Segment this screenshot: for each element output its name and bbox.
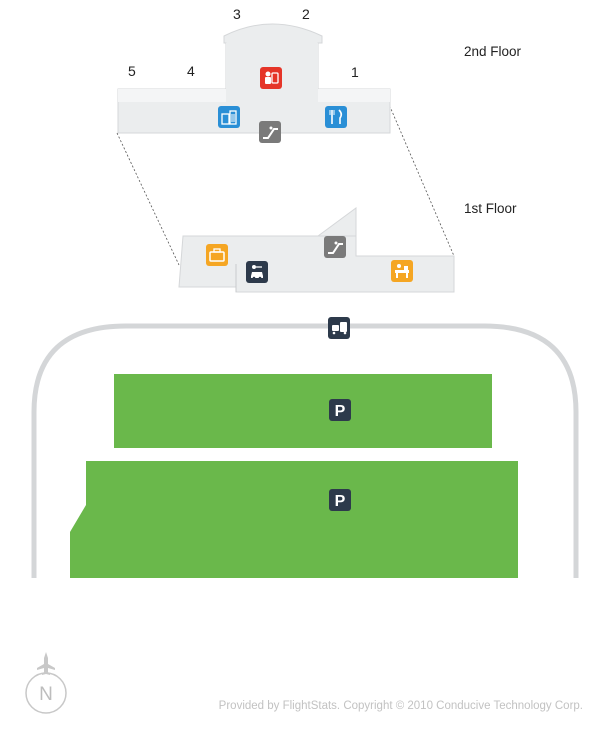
gate-5-label: 5: [128, 63, 136, 79]
parking-lot-upper[interactable]: [114, 374, 492, 448]
floor-connector-left: [116, 132, 180, 266]
second-floor-terminal: [117, 23, 391, 134]
check-in-icon[interactable]: [391, 260, 413, 282]
ground-transportation-icon[interactable]: [328, 317, 350, 339]
gate-2-label: 2: [302, 6, 310, 22]
baggage-claim-icon[interactable]: [206, 244, 228, 266]
copyright-credit: Provided by FlightStats. Copyright © 201…: [218, 700, 583, 712]
floor-connector-right: [387, 101, 455, 257]
first-floor-label: 1st Floor: [464, 201, 517, 216]
airplane-icon: [37, 652, 55, 675]
compass-north-label: N: [39, 684, 53, 705]
parking-icon: P: [329, 489, 351, 511]
shops-icon[interactable]: [218, 106, 240, 128]
compass-rose: N: [25, 672, 67, 714]
car-rental-icon[interactable]: [246, 261, 268, 283]
escalator-icon[interactable]: [259, 121, 281, 143]
parking-sign-label-upper: P: [335, 403, 346, 420]
escalator-icon[interactable]: [324, 236, 346, 258]
parking-lot-lower[interactable]: [70, 461, 518, 578]
security-checkpoint-icon[interactable]: [260, 67, 282, 89]
gate-4-label: 4: [187, 63, 195, 79]
parking-sign-label-lower: P: [335, 493, 346, 510]
access-road: [31, 323, 579, 578]
gate-3-label: 3: [233, 6, 241, 22]
gate-1-label: 1: [351, 64, 359, 80]
second-floor-label: 2nd Floor: [464, 44, 522, 59]
parking-icon: P: [329, 399, 351, 421]
dining-icon[interactable]: [325, 106, 347, 128]
